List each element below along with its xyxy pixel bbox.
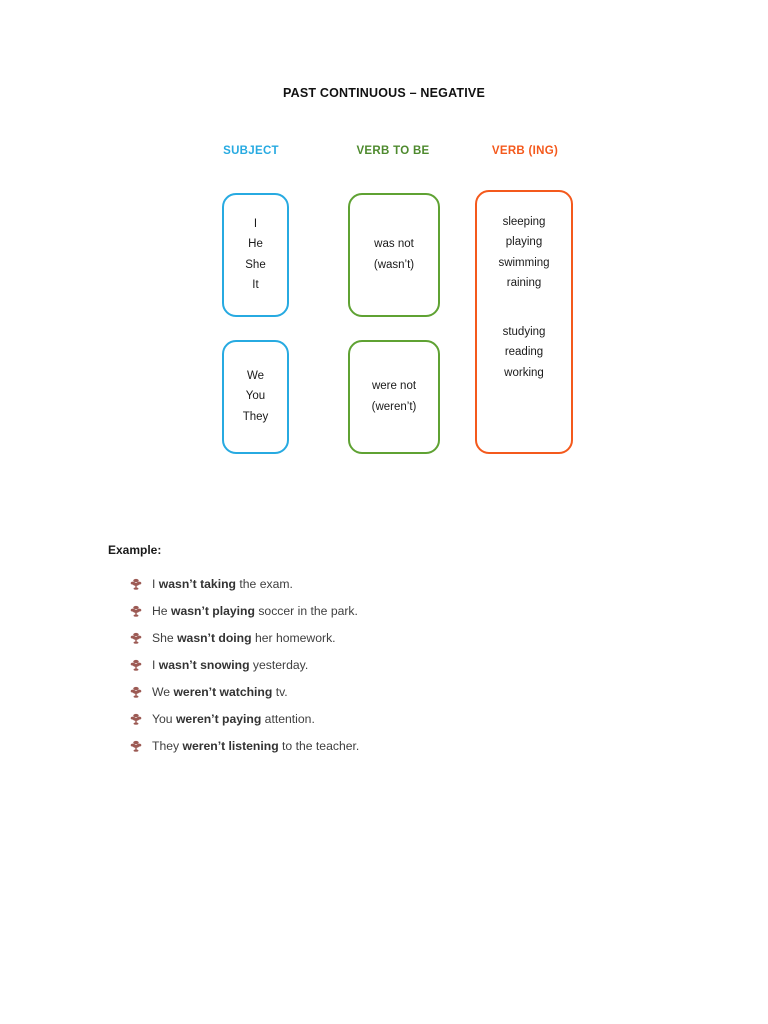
example-sentence: They weren’t listening to the teacher. — [152, 739, 360, 753]
verb-ing-item: studying — [502, 325, 546, 338]
example-sentence: He wasn’t playing soccer in the park. — [152, 604, 358, 618]
verb-ing-item: working — [504, 366, 544, 379]
example-list-item: I wasn’t snowing yesterday. — [130, 659, 650, 686]
example-list-item: They weren’t listening to the teacher. — [130, 740, 650, 767]
subject-item: It — [252, 279, 259, 291]
example-list-item: I wasn’t taking the exam. — [130, 578, 650, 605]
page-title: PAST CONTINUOUS – NEGATIVE — [283, 86, 485, 100]
example-sentence: You weren’t paying attention. — [152, 712, 315, 726]
box-verb-to-be-plural: were not (weren’t) — [348, 340, 440, 454]
subject-item: You — [245, 390, 266, 403]
subject-item: She — [245, 258, 266, 271]
example-list-item: He wasn’t playing soccer in the park. — [130, 605, 650, 632]
subject-item: We — [246, 369, 265, 382]
example-list: I wasn’t taking the exam. He wasn’t playi… — [130, 578, 650, 767]
verb-to-be-item: were not — [371, 380, 417, 392]
example-sentence: I wasn’t snowing yesterday. — [152, 658, 309, 672]
floral-ornament-icon — [130, 578, 142, 590]
column-heading-verb-to-be: VERB TO BE — [356, 145, 430, 157]
floral-ornament-icon — [130, 740, 142, 752]
box-verb-ing: sleeping playing swimming raining studyi… — [475, 190, 573, 454]
verb-ing-item: raining — [506, 277, 542, 289]
verb-ing-item: reading — [504, 346, 544, 358]
subject-item: He — [248, 238, 263, 250]
verb-ing-item: playing — [505, 236, 543, 248]
box-verb-to-be-singular: was not (wasn’t) — [348, 193, 440, 317]
floral-ornament-icon — [130, 632, 142, 644]
floral-ornament-icon — [130, 659, 142, 671]
verb-ing-item: swimming — [498, 256, 550, 269]
example-sentence: We weren’t watching tv. — [152, 685, 288, 699]
verb-ing-item: sleeping — [502, 215, 546, 228]
verb-to-be-item: (wasn’t) — [373, 258, 415, 271]
box-subject-singular: I He She It — [222, 193, 289, 317]
column-heading-verb-ing: VERB (ING) — [491, 145, 559, 157]
floral-ornament-icon — [130, 686, 142, 698]
floral-ornament-icon — [130, 605, 142, 617]
box-subject-plural: We You They — [222, 340, 289, 454]
floral-ornament-icon — [130, 713, 142, 725]
subject-item: They — [242, 410, 269, 423]
example-list-item: We weren’t watching tv. — [130, 686, 650, 713]
example-sentence: She wasn’t doing her homework. — [152, 631, 336, 645]
example-label: Example: — [108, 543, 162, 557]
example-list-item: You weren’t paying attention. — [130, 713, 650, 740]
subject-item: I — [253, 217, 258, 230]
example-list-item: She wasn’t doing her homework. — [130, 632, 650, 659]
example-sentence: I wasn’t taking the exam. — [152, 577, 293, 591]
verb-to-be-item: (weren’t) — [371, 400, 417, 413]
verb-to-be-item: was not — [374, 238, 414, 250]
column-heading-subject: SUBJECT — [223, 145, 279, 157]
